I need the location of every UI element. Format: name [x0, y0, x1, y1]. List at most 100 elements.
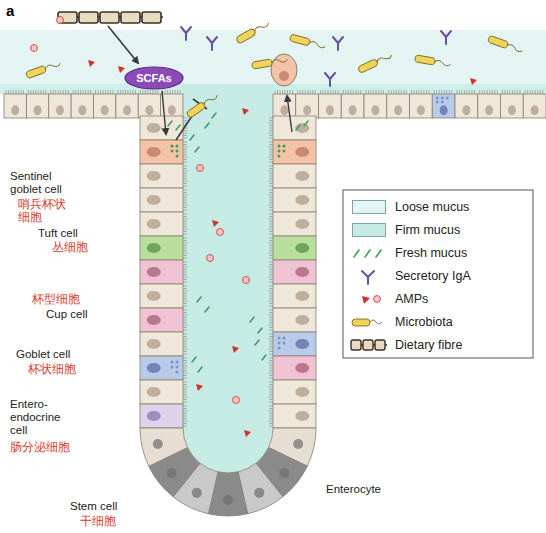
nucleus	[371, 105, 379, 115]
microvillus	[269, 291, 273, 292]
microvillus	[183, 363, 187, 364]
cup-cell	[273, 356, 316, 380]
microvillus	[269, 360, 273, 361]
microvillus	[269, 358, 273, 359]
microvillus	[183, 277, 187, 278]
microvillus	[472, 90, 473, 94]
microvillus	[8, 90, 9, 94]
mucus-granule	[278, 337, 281, 340]
nucleus	[147, 291, 161, 301]
microvillus	[269, 416, 273, 417]
microvillus	[167, 90, 168, 94]
microvillus	[269, 171, 273, 172]
microvillus	[269, 274, 273, 275]
cell-label: Sentinel goblet cell	[10, 170, 72, 196]
microvillus	[320, 90, 321, 94]
microvillus	[183, 399, 187, 400]
microvillus	[269, 142, 273, 143]
microvillus	[120, 90, 121, 94]
mucus-granule	[283, 145, 286, 148]
base-cell	[140, 380, 183, 404]
microvillus	[103, 90, 104, 94]
microvillus	[183, 214, 187, 215]
nucleus	[295, 123, 309, 133]
cell-label: Tuft cell	[38, 227, 118, 240]
microvillus	[11, 90, 12, 94]
microvillus	[183, 176, 187, 177]
microvillus	[269, 279, 273, 280]
cup-cell	[140, 260, 183, 284]
microvillus	[269, 123, 273, 124]
microvillus	[517, 90, 518, 94]
mucus-granule	[171, 145, 174, 148]
microvillus	[269, 205, 273, 206]
microvillus	[269, 130, 273, 131]
microvillus	[510, 90, 511, 94]
microvillus	[183, 274, 187, 275]
nucleus	[295, 171, 309, 181]
mucus-granule	[278, 145, 281, 148]
microvillus	[328, 90, 329, 94]
microvillus	[183, 286, 187, 287]
microvillus	[55, 90, 56, 94]
microvillus	[269, 243, 273, 244]
microvillus	[269, 320, 273, 321]
microvillus	[140, 90, 141, 94]
nucleus	[295, 147, 309, 157]
microvillus	[65, 90, 66, 94]
microvillus	[40, 90, 41, 94]
base-cell	[140, 116, 183, 140]
microvillus	[183, 272, 187, 273]
microvillus	[333, 90, 334, 94]
microvillus	[269, 253, 273, 254]
microvillus	[183, 154, 187, 155]
legend-microbiota	[352, 319, 382, 326]
microvillus	[343, 90, 344, 94]
microvillus	[183, 418, 187, 419]
mucus-granule	[176, 145, 179, 148]
base-cell	[273, 404, 316, 428]
microvillus	[13, 90, 14, 94]
microvillus	[6, 90, 7, 94]
nucleus	[147, 171, 161, 181]
microvillus	[530, 90, 531, 94]
microvillus	[269, 399, 273, 400]
microvillus	[183, 296, 187, 297]
microvillus	[183, 173, 187, 174]
nucleus	[295, 267, 309, 277]
microvillus	[269, 387, 273, 388]
microvillus	[338, 90, 339, 94]
nucleus	[279, 468, 289, 478]
microvillus	[297, 90, 298, 94]
microvillus	[183, 130, 187, 131]
microvillus	[269, 373, 273, 374]
legend-text: Microbiota	[395, 315, 453, 329]
base-cell	[140, 212, 183, 236]
microvillus	[183, 339, 187, 340]
microvillus	[183, 423, 187, 424]
microvillus	[489, 90, 490, 94]
nucleus	[326, 105, 334, 115]
microvillus	[183, 133, 187, 134]
microvillus	[269, 351, 273, 352]
microvillus	[269, 423, 273, 424]
microvillus	[183, 135, 187, 136]
microvillus	[269, 418, 273, 419]
microvillus	[183, 229, 187, 230]
microvillus	[183, 166, 187, 167]
microvillus	[269, 186, 273, 187]
microvillus	[373, 90, 374, 94]
microvillus	[269, 288, 273, 289]
microvillus	[165, 90, 166, 94]
microvillus	[525, 90, 526, 94]
nucleus	[295, 411, 309, 421]
nucleus	[147, 387, 161, 397]
microvillus	[172, 90, 173, 94]
microvillus	[269, 224, 273, 225]
microvillus	[537, 90, 538, 94]
microvillus	[269, 298, 273, 299]
microvillus	[183, 291, 187, 292]
microvillus	[269, 231, 273, 232]
microvillus	[269, 303, 273, 304]
